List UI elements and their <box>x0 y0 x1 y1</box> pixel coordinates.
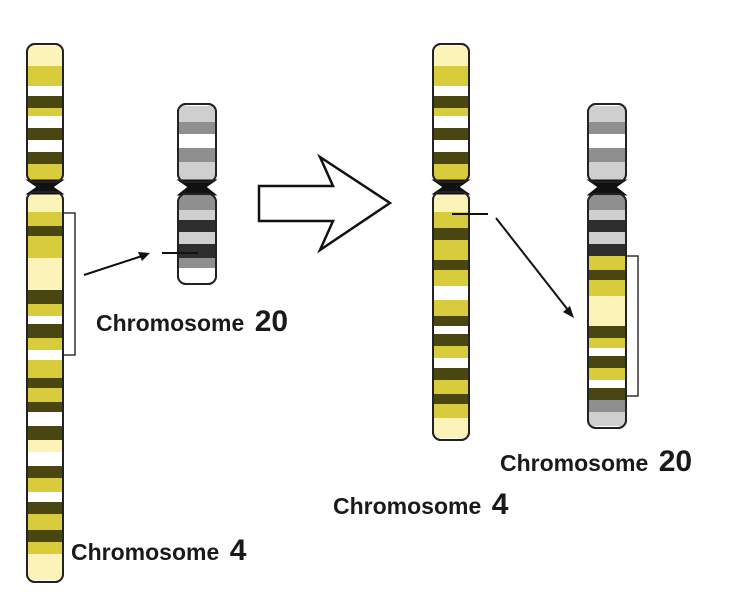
right-chr4-centromere <box>431 179 471 195</box>
label-right-chr20-number: 20 <box>659 445 692 478</box>
label-right-chr4-number: 4 <box>492 488 509 521</box>
left-chr20-bands <box>179 106 215 282</box>
label-left-chr20-word: Chromosome <box>96 310 244 336</box>
label-right-chromosome-20: Chromosome 20 <box>500 445 692 478</box>
label-left-chr4-number: 4 <box>230 534 247 567</box>
label-right-chromosome-4: Chromosome 4 <box>333 488 509 521</box>
left-chr4-centromere <box>25 179 65 195</box>
hollow-transition-arrow <box>257 153 393 254</box>
label-right-chr4-word: Chromosome <box>333 493 481 519</box>
left-chromosome-20 <box>162 103 218 285</box>
right-chromosome-4 <box>431 43 488 441</box>
right-chr20-centromere <box>586 179 628 196</box>
left-chr20-centromere <box>176 179 218 196</box>
right-chr20-bands <box>589 106 625 426</box>
label-left-chromosome-4: Chromosome 4 <box>71 534 247 567</box>
left-chromosome-4 <box>25 43 76 583</box>
label-left-chr20-number: 20 <box>255 305 288 338</box>
right-chromosome-20 <box>586 103 639 429</box>
label-right-chr20-word: Chromosome <box>500 450 648 476</box>
right-chr20-translocation-bracket <box>627 255 639 397</box>
label-left-chr4-word: Chromosome <box>71 539 219 565</box>
right-translocation-arrow <box>495 217 574 318</box>
left-chr4-bands <box>28 46 62 580</box>
right-chr4-bands <box>434 46 468 438</box>
left-chr4-translocation-bracket <box>64 212 76 356</box>
label-left-chromosome-20: Chromosome 20 <box>96 305 288 338</box>
left-translocation-arrow <box>83 252 150 276</box>
